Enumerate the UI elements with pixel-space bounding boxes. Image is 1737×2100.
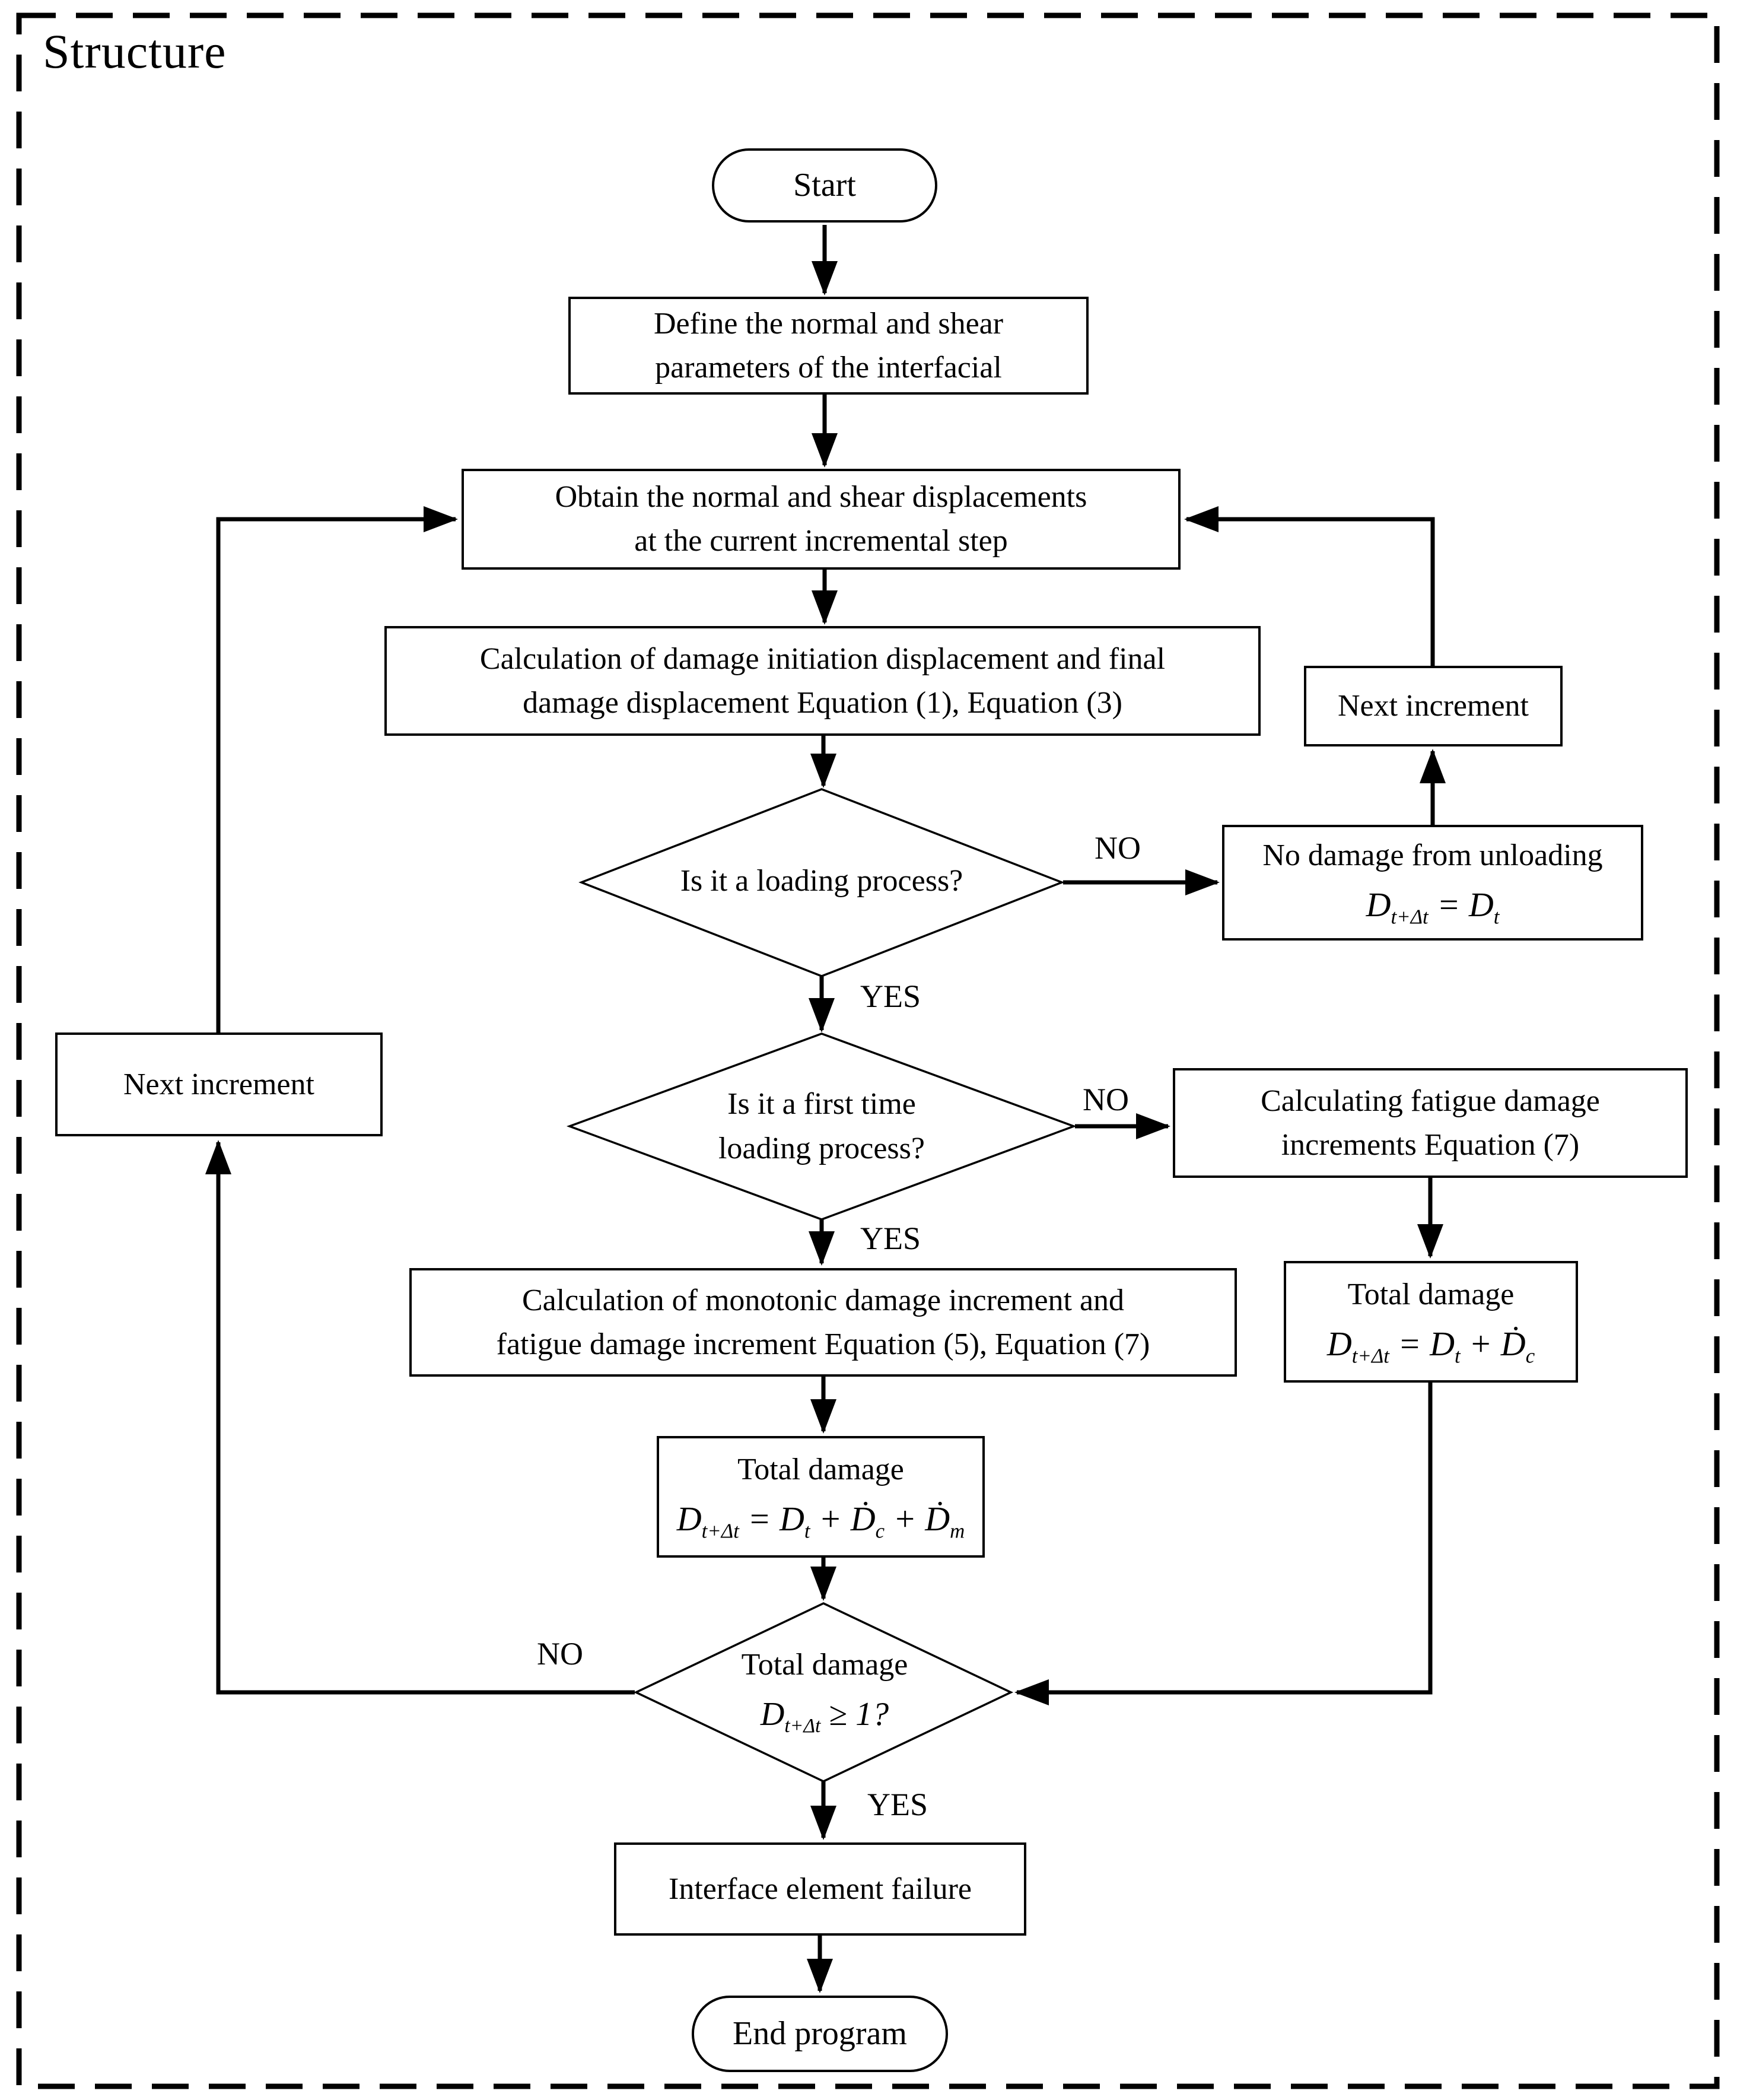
- node-obtain-line2: at the current incremental step: [634, 524, 1008, 558]
- node-next-increment-right-label: Next increment: [1338, 689, 1529, 723]
- node-start: Start: [712, 148, 937, 223]
- node-total-damage-combined-formula: Dt+Δt = Dt + Ḋc + Ḋm: [676, 1499, 965, 1543]
- decision-is-first-time-line1: Is it a first time: [727, 1086, 916, 1121]
- edge-label-yes-damage-check: YES: [867, 1787, 928, 1822]
- edge-next-increment-right-obtain: [1184, 506, 1435, 666]
- node-interface-element-failure: Interface element failure: [614, 1842, 1026, 1936]
- node-total-damage-fatigue-label: Total damage: [1347, 1277, 1515, 1311]
- node-next-increment-left-label: Next increment: [123, 1067, 314, 1101]
- node-total-damage-fatigue: Total damage Dt+Δt = Dt + Ḋc: [1284, 1261, 1578, 1383]
- edge-label-yes-first-time: YES: [860, 1221, 921, 1256]
- edge-label-no-loading: NO: [1095, 830, 1141, 866]
- node-failure-label: Interface element failure: [669, 1872, 972, 1906]
- node-define-parameters: Define the normal and shear parameters o…: [568, 297, 1089, 395]
- decision-is-first-time-line2: loading process?: [718, 1132, 925, 1165]
- node-end-label: End program: [733, 2015, 907, 2052]
- decision-total-damage-check-shape: [633, 1602, 1014, 1783]
- node-define-line1: Define the normal and shear: [653, 306, 1004, 341]
- node-define-line2: parameters of the interfacial: [655, 350, 1002, 385]
- node-start-label: Start: [793, 166, 856, 204]
- edge-label-no-first-time: NO: [1083, 1082, 1129, 1117]
- edge-label-yes-loading: YES: [860, 978, 921, 1014]
- edge-label-no-damage-check: NO: [537, 1636, 583, 1672]
- node-calc-fatigue-increments: Calculating fatigue damage increments Eq…: [1173, 1068, 1688, 1178]
- node-calc-initiation-displacement: Calculation of damage initiation displac…: [384, 626, 1261, 736]
- node-no-damage-unloading: No damage from unloading Dt+Δt = Dt: [1222, 825, 1643, 941]
- node-calcfat-line2: increments Equation (7): [1281, 1127, 1580, 1162]
- edge-total-damage-fatigue-check-q: [1014, 1383, 1433, 1705]
- node-calc1-line1: Calculation of damage initiation displac…: [479, 641, 1166, 676]
- decision-total-damage-check-label: Total damage: [741, 1647, 908, 1682]
- decision-is-loading-shape: [578, 788, 1065, 977]
- node-total-damage-combined: Total damage Dt+Δt = Dt + Ḋc + Ḋm: [657, 1436, 985, 1558]
- node-obtain-line1: Obtain the normal and shear displacement…: [555, 480, 1087, 514]
- node-total-damage-combined-label: Total damage: [737, 1452, 904, 1486]
- frame-border: [16, 12, 1720, 2089]
- node-next-increment-left: Next increment: [55, 1032, 383, 1136]
- decision-total-damage-check: Total damage Dt+Δt ≥ 1?: [647, 1621, 1003, 1762]
- node-calcfat-line1: Calculating fatigue damage: [1261, 1084, 1600, 1118]
- decision-is-loading-text: Is it a loading process?: [680, 864, 963, 898]
- node-no-damage-formula: Dt+Δt = Dt: [1366, 885, 1500, 929]
- diagram-title: Structure: [43, 24, 227, 78]
- edge-next-increment-left-obtain: [216, 506, 458, 1032]
- decision-is-loading: Is it a loading process?: [611, 846, 1032, 917]
- node-calc-monotonic-increment: Calculation of monotonic damage incremen…: [409, 1268, 1237, 1377]
- decision-is-first-time: Is it a first time loading process?: [629, 1075, 1014, 1177]
- decision-total-damage-check-formula: Dt+Δt ≥ 1?: [760, 1696, 889, 1737]
- edge-check-q-next-increment-left: [205, 1140, 635, 1695]
- node-calc2-line2: fatigue damage increment Equation (5), E…: [496, 1327, 1150, 1361]
- node-obtain-displacements: Obtain the normal and shear displacement…: [462, 469, 1181, 570]
- decision-is-first-time-shape: [566, 1032, 1077, 1221]
- node-calc2-line1: Calculation of monotonic damage incremen…: [521, 1283, 1125, 1317]
- node-calc1-line2: damage displacement Equation (1), Equati…: [523, 685, 1122, 720]
- node-end-program: End program: [692, 1996, 948, 2072]
- node-next-increment-right: Next increment: [1304, 666, 1563, 746]
- node-total-damage-fatigue-formula: Dt+Δt = Dt + Ḋc: [1326, 1324, 1535, 1368]
- node-no-damage-label: No damage from unloading: [1262, 838, 1603, 872]
